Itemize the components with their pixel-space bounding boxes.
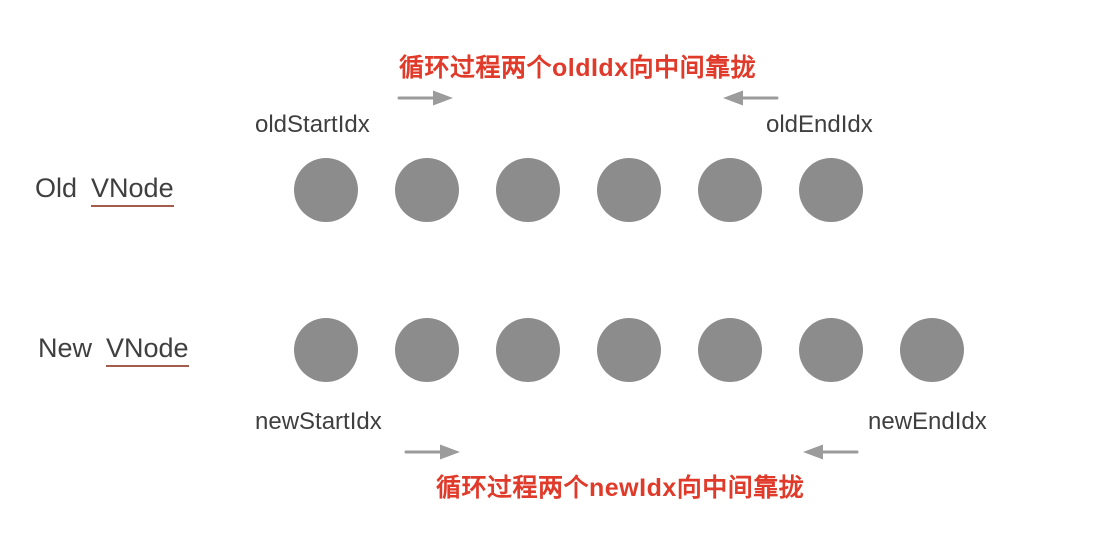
- old-vnode-label-word: VNode: [91, 173, 174, 207]
- vnode-circle: [698, 158, 762, 222]
- new-vnode-label-word: VNode: [106, 333, 189, 367]
- new-vnode-row: [294, 318, 964, 382]
- vnode-circle: [496, 158, 560, 222]
- vnode-circle: [395, 158, 459, 222]
- old-vnode-label-prefix: Old: [35, 173, 78, 203]
- old-idx-annotation: 循环过程两个oldIdx向中间靠拢: [399, 54, 757, 82]
- vnode-circle: [496, 318, 560, 382]
- vnode-circle: [395, 318, 459, 382]
- vnode-circle: [799, 318, 863, 382]
- old-start-idx-label: oldStartIdx: [255, 111, 370, 138]
- vnode-circle: [799, 158, 863, 222]
- new-start-idx-label: newStartIdx: [255, 408, 382, 435]
- new-vnode-label-prefix: New: [38, 333, 93, 363]
- old-start-arrow-right-icon: [397, 90, 453, 106]
- old-end-arrow-left-icon: [723, 90, 779, 106]
- new-vnode-row-label: New VNode: [38, 333, 189, 367]
- vnode-circle: [294, 318, 358, 382]
- vnode-circle: [698, 318, 762, 382]
- new-end-idx-label: newEndIdx: [868, 408, 987, 435]
- new-idx-annotation: 循环过程两个newIdx向中间靠拢: [436, 474, 805, 502]
- old-end-idx-label: oldEndIdx: [766, 111, 873, 138]
- new-start-arrow-right-icon: [404, 444, 460, 460]
- old-vnode-row-label: Old VNode: [35, 173, 174, 207]
- vnode-circle: [597, 158, 661, 222]
- vnode-circle: [597, 318, 661, 382]
- vnode-circle: [900, 318, 964, 382]
- new-end-arrow-left-icon: [803, 444, 859, 460]
- old-vnode-row: [294, 158, 863, 222]
- vnode-circle: [294, 158, 358, 222]
